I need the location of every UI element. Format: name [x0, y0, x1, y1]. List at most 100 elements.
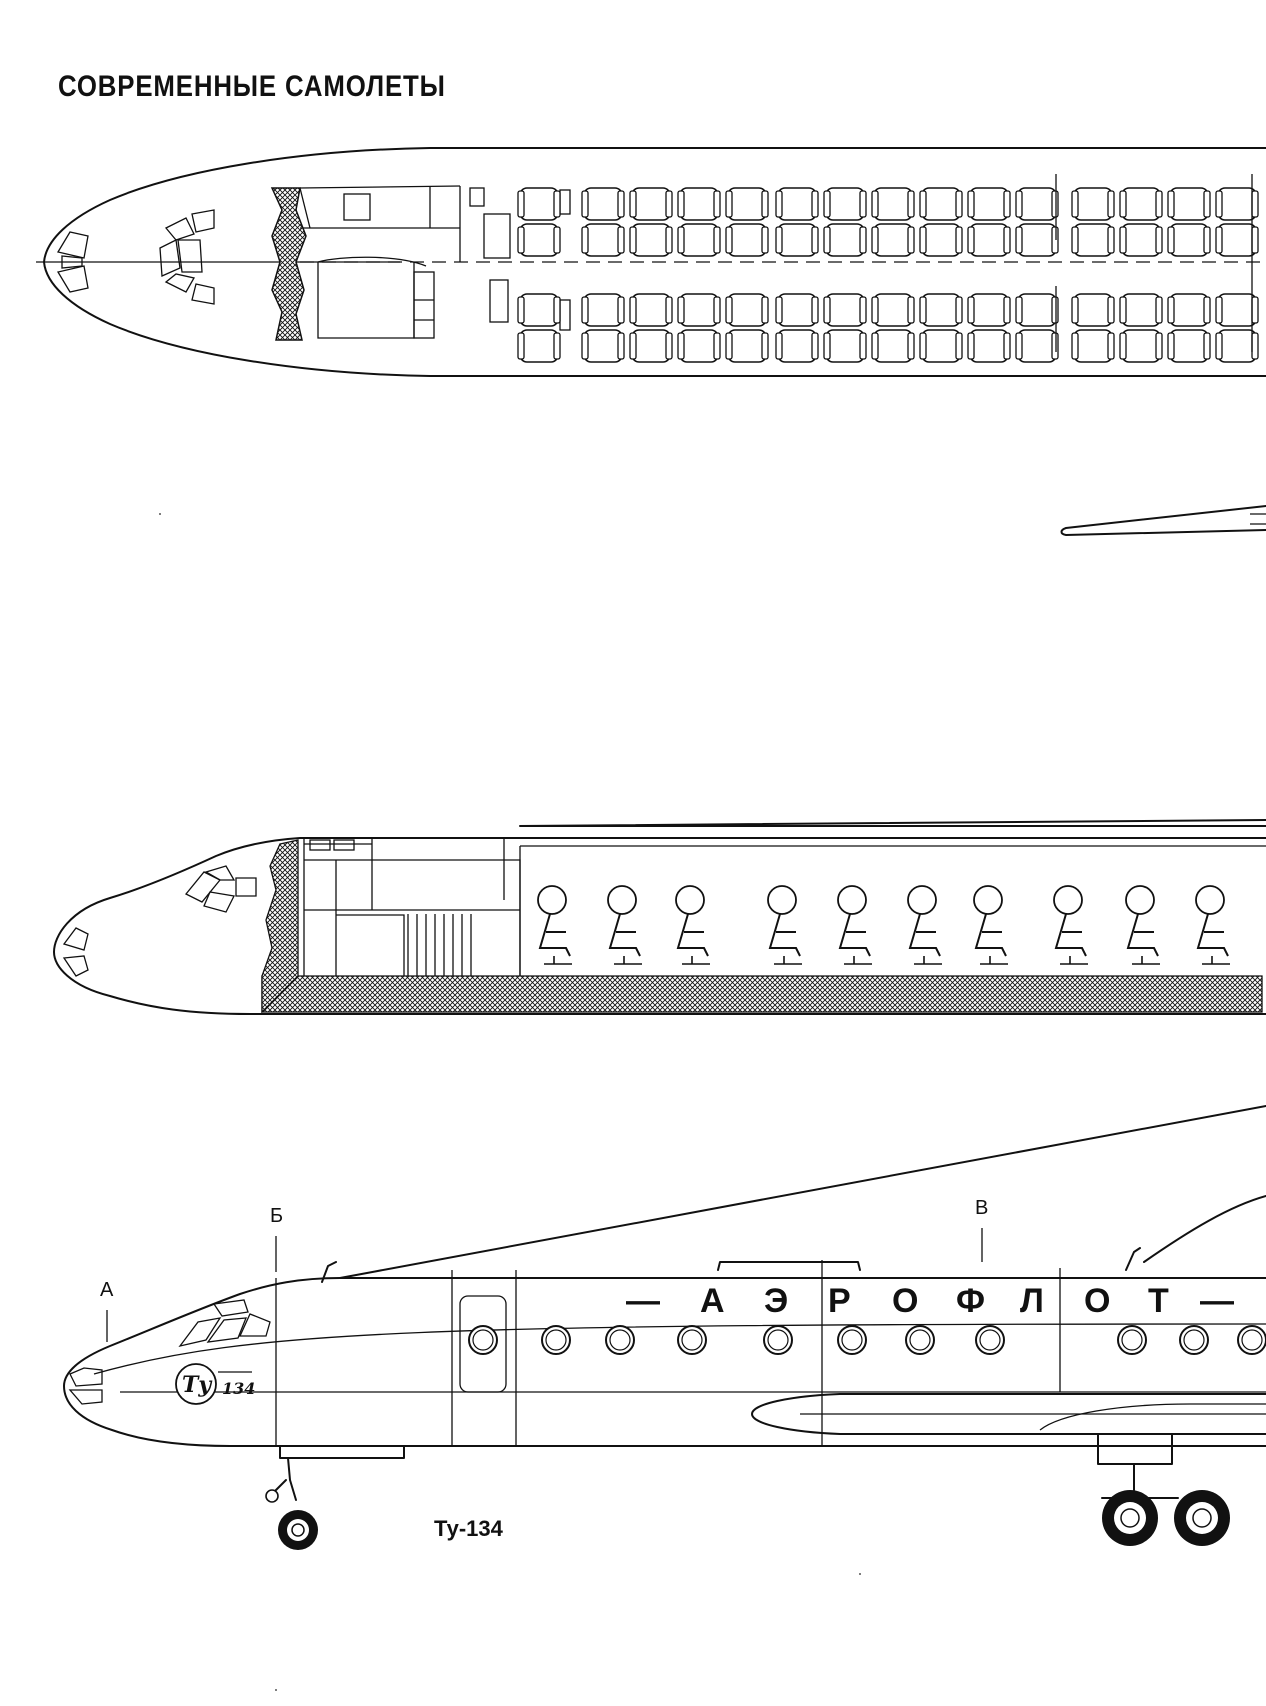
svg-text:А: А [100, 1279, 114, 1301]
cockpit-windows-section [62, 865, 257, 977]
passenger-seat [775, 329, 819, 363]
livery-letter: Л [1020, 1282, 1044, 1320]
passenger-seat [1119, 223, 1163, 257]
passenger-seat [725, 187, 769, 221]
section-marker-a: А [100, 1279, 114, 1342]
nose-landing-gear [265, 1445, 405, 1550]
cabin-window [605, 1325, 635, 1355]
svg-text:Б: Б [270, 1205, 283, 1227]
passenger-seat [919, 293, 963, 327]
passenger-seat [677, 223, 721, 257]
passenger-seat [1015, 223, 1059, 257]
livery-letter: Ф [956, 1282, 985, 1320]
passenger-seat [1071, 293, 1115, 327]
passenger-seat-side [537, 885, 573, 965]
passenger-seat [1015, 187, 1059, 221]
passenger-seat [967, 293, 1011, 327]
passenger-seat [967, 329, 1011, 363]
passenger-seat [919, 187, 963, 221]
passenger-seat [629, 187, 673, 221]
passenger-seat-side [907, 885, 943, 965]
tu-logo-mark: Ту [182, 1372, 213, 1398]
passenger-seat [725, 223, 769, 257]
passenger-seat-side [1125, 885, 1161, 965]
passenger-seat [1119, 293, 1163, 327]
livery-letter: Т [1148, 1282, 1169, 1320]
livery-dash: — [1200, 1282, 1234, 1320]
livery-letter: О [1084, 1282, 1110, 1320]
cockpit-windows-plan [56, 209, 215, 305]
cabin-window [468, 1325, 498, 1355]
passenger-seat [1071, 223, 1115, 257]
passenger-seat-side [767, 885, 803, 965]
passenger-seat-side [973, 885, 1009, 965]
passenger-seat-side [1195, 885, 1231, 965]
passenger-seat [919, 223, 963, 257]
passenger-seat [517, 223, 561, 257]
passenger-seat [823, 223, 867, 257]
passenger-seat [581, 293, 625, 327]
livery-dash: — [626, 1282, 660, 1320]
aircraft-model-label: Ту-134 [434, 1516, 504, 1541]
plan-seat-rows [517, 187, 1259, 363]
passenger-seat [1167, 223, 1211, 257]
cabin-window [677, 1325, 707, 1355]
section-marker-v: В [975, 1197, 988, 1262]
passenger-seat [823, 187, 867, 221]
passenger-seat [677, 329, 721, 363]
cabin-window [1117, 1325, 1147, 1355]
passenger-seat [1167, 293, 1211, 327]
livery-letter: Э [764, 1282, 788, 1320]
passenger-seat [775, 293, 819, 327]
livery-letter: О [892, 1282, 918, 1320]
passenger-seat [1167, 187, 1211, 221]
passenger-seat [871, 329, 915, 363]
cabin-seats-side [537, 885, 1231, 965]
cabin-window [1179, 1325, 1209, 1355]
svg-text:В: В [975, 1197, 988, 1219]
passenger-seat [629, 329, 673, 363]
tu-logo-number: 134 [222, 1379, 255, 1398]
passenger-seat [629, 293, 673, 327]
passenger-seat-side [675, 885, 711, 965]
passenger-seat [581, 329, 625, 363]
cabin-window [541, 1325, 571, 1355]
passenger-seat [725, 293, 769, 327]
passenger-seat [517, 293, 561, 327]
passenger-seat [677, 293, 721, 327]
passenger-seat-side [607, 885, 643, 965]
passenger-seat [919, 329, 963, 363]
passenger-seat [871, 293, 915, 327]
passenger-seat [1071, 329, 1115, 363]
passenger-seat [1119, 329, 1163, 363]
cabin-windows [468, 1325, 1266, 1355]
passenger-seat-side [837, 885, 873, 965]
passenger-seat [1119, 187, 1163, 221]
cockpit-windows-side [68, 1299, 271, 1405]
cabin-window [1237, 1325, 1266, 1355]
cabin-window [837, 1325, 867, 1355]
passenger-seat [1015, 329, 1059, 363]
passenger-seat [1167, 329, 1211, 363]
cabin-window [905, 1325, 935, 1355]
tu-logo: Ту 134 [175, 1363, 255, 1405]
passenger-seat [677, 187, 721, 221]
passenger-seat [1071, 187, 1115, 221]
passenger-seat [775, 187, 819, 221]
cabin-window [975, 1325, 1005, 1355]
passenger-seat [581, 223, 625, 257]
plan-view [36, 147, 1266, 536]
livery-letter: Р [828, 1282, 851, 1320]
passenger-seat [1015, 293, 1059, 327]
passenger-seat [775, 223, 819, 257]
main-landing-gear [1097, 1433, 1230, 1546]
passenger-seat [967, 187, 1011, 221]
passenger-seat [581, 187, 625, 221]
forward-compartments [303, 837, 1266, 976]
livery-letter: А [700, 1282, 725, 1320]
cabin-window [763, 1325, 793, 1355]
